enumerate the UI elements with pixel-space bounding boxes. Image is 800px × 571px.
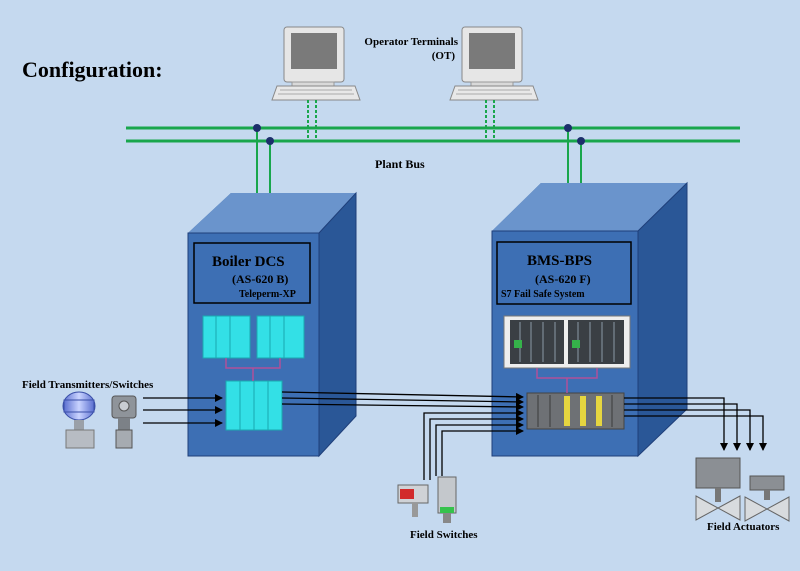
terminal-drops xyxy=(307,100,495,140)
bms-bps-name: BMS-BPS xyxy=(527,253,592,269)
boiler-dcs-system: Teleperm-XP xyxy=(239,289,296,300)
field-actuator-1 xyxy=(695,457,741,521)
field-actuator-2 xyxy=(744,475,790,522)
actuator-signals xyxy=(624,397,767,451)
field-actuators-label: Field Actuators xyxy=(707,521,780,533)
page-title: Configuration: xyxy=(22,57,163,82)
field-switches-label: Field Switches xyxy=(410,529,478,541)
operator-terminal-1 xyxy=(271,26,361,101)
field-switch-1 xyxy=(397,484,429,517)
field-switch-2 xyxy=(437,476,457,523)
switch-signals xyxy=(423,409,524,480)
boiler-dcs-modules xyxy=(202,315,305,431)
operator-terminal-2 xyxy=(449,26,539,101)
bms-bps-model: (AS-620 F) xyxy=(535,272,591,286)
transmitter-signals xyxy=(143,394,223,427)
dcs-to-bms-signals xyxy=(281,391,524,411)
bus-taps xyxy=(253,124,585,145)
field-transmitter-1 xyxy=(62,391,96,449)
boiler-dcs-model: (AS-620 B) xyxy=(232,272,288,286)
operator-terminals-label: Operator Terminals xyxy=(364,36,458,48)
boiler-dcs-links xyxy=(225,358,281,381)
operator-terminals-abbr: (OT) xyxy=(432,50,456,62)
bms-bps-racks xyxy=(503,315,631,430)
plant-bus-label: Plant Bus xyxy=(375,157,425,171)
field-transmitters-label: Field Transmitters/Switches xyxy=(22,379,154,391)
bms-bps-system: S7 Fail Safe System xyxy=(501,289,585,300)
plant-bus xyxy=(126,126,740,143)
bms-bps-links xyxy=(536,368,598,393)
boiler-dcs-name: Boiler DCS xyxy=(212,254,285,270)
field-transmitter-2 xyxy=(111,395,137,449)
